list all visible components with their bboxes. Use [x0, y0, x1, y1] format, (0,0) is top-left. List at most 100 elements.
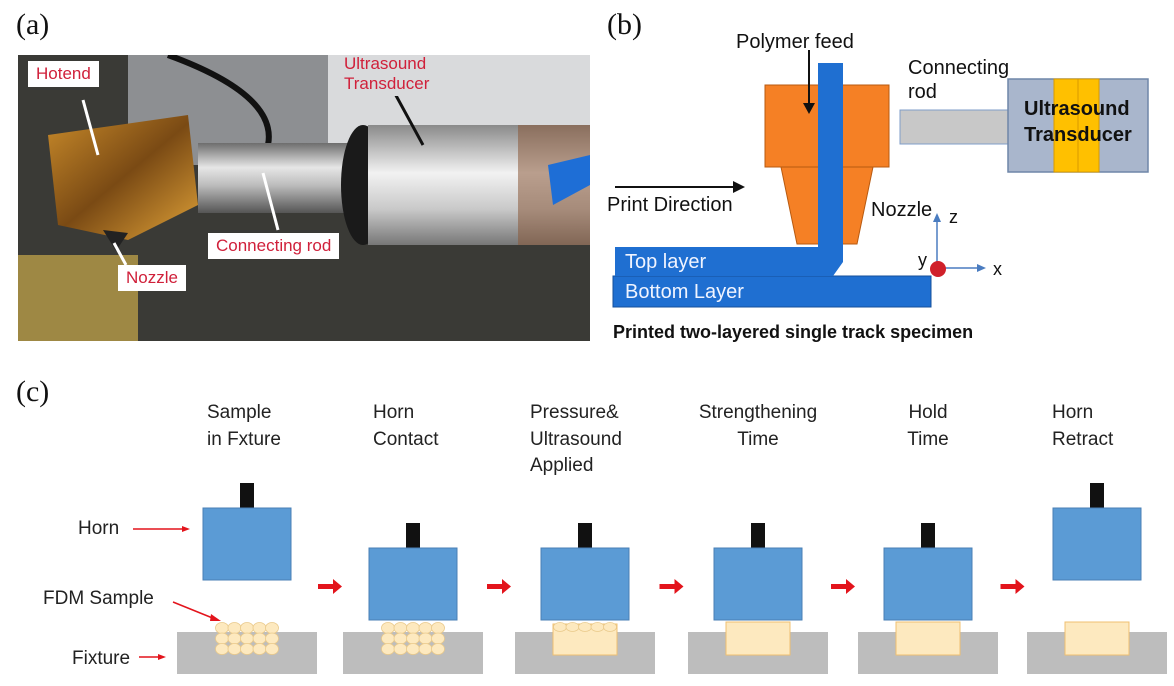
transducer-label-line2: Transducer: [1024, 124, 1132, 146]
sample-bead: [215, 632, 229, 645]
step-arrow-shaft-3: [659, 584, 676, 589]
sample-bead: [215, 622, 229, 634]
print-direction-arrow-head: [733, 181, 745, 193]
top-layer-label: Top layer: [625, 251, 707, 273]
sample-bead: [418, 622, 433, 634]
fixture-5: [858, 632, 998, 674]
step-label-6-line1: Horn: [1052, 402, 1094, 423]
sample-solid-5: [895, 621, 961, 656]
horn-stud-3: [578, 523, 592, 549]
sample-bead: [431, 632, 445, 645]
panel-b-label: (b): [607, 8, 642, 41]
horn-2: [368, 547, 458, 621]
connecting-rod-shape: [899, 109, 1009, 145]
fixture-side-label: Fixture: [72, 648, 131, 669]
sample-pointer-arrow: [172, 601, 216, 620]
sample-bead: [227, 643, 242, 655]
horn-stud-1: [240, 483, 254, 509]
horn-pointer-head: [182, 526, 190, 532]
bottom-layer-label: Bottom Layer: [625, 281, 744, 303]
step-label-1: Sample in Fxture: [207, 400, 367, 453]
step-label-2-line2: Contact: [373, 428, 439, 450]
step-arrow-shaft-4: [831, 584, 847, 589]
horn-stud-5: [921, 523, 935, 549]
step-arrow-head-1: [333, 579, 342, 594]
step-arrow-shaft-1: [318, 584, 334, 589]
bottom-layer: [612, 275, 932, 308]
connecting-rod-label-line1: Connecting: [908, 57, 1010, 79]
hotend-photo: Hotend Nozzle Connecting rod Ultrasound …: [18, 55, 590, 341]
sample-bead: [431, 622, 445, 634]
nozzle-arrow: [112, 242, 128, 266]
x-axis-head: [977, 264, 986, 272]
photo-illustration: [18, 55, 590, 341]
step-arrow-head-5: [1015, 579, 1025, 594]
transducer-label-line1: Ultrasound: [1024, 98, 1130, 120]
sample-bead: [393, 632, 408, 645]
y-axis-origin: [930, 261, 946, 277]
cable: [166, 55, 272, 146]
callout-transducer-line1: Ultrasound: [344, 55, 427, 73]
sample-bead: [393, 622, 408, 634]
step-arrow-head-3: [674, 579, 684, 594]
y-axis-label: y: [918, 250, 927, 270]
rod-arrow: [261, 172, 280, 231]
sample-partially-fused-3: [552, 623, 618, 656]
step-label-1-line1: Sample: [207, 402, 272, 423]
fixture-1: [177, 632, 317, 674]
sample-bead: [252, 632, 267, 645]
connecting-rod-label: Connecting rod: [908, 56, 1009, 104]
horn-stud-4: [751, 523, 765, 549]
fixture-6: [1027, 632, 1167, 674]
horn-stud-6: [1090, 483, 1104, 509]
print-direction-label: Print Direction: [607, 194, 733, 216]
sample-bead: [603, 622, 617, 632]
specimen-caption: Printed two-layered single track specime…: [613, 322, 974, 342]
step-label-3-line1: Pressure&: [530, 402, 619, 423]
z-axis-head: [933, 213, 941, 222]
horn-1: [202, 507, 292, 581]
step-arrow-shaft-5: [1000, 584, 1017, 589]
transducer-label: Ultrasound Transducer: [1024, 96, 1132, 148]
horn-stud-2: [406, 523, 420, 549]
callout-hotend: Hotend: [28, 61, 99, 87]
sample-bead: [578, 622, 592, 632]
hotend-arrow: [81, 99, 100, 156]
sample-bead: [252, 643, 267, 655]
step-arrow-head-2: [502, 579, 511, 594]
x-axis-label: x: [993, 259, 1002, 279]
sample-pointer-head: [210, 614, 221, 621]
panel-a-label: (a): [16, 8, 50, 41]
sample-bead: [240, 622, 254, 634]
sample-bead: [227, 622, 242, 634]
fixture-3: [515, 632, 655, 674]
sample-bead: [252, 622, 267, 634]
sample-bead: [418, 643, 433, 655]
callout-transducer-line2: Transducer: [344, 73, 430, 93]
transducer-arrow: [391, 89, 425, 146]
step-label-4-line1: Strengthening: [698, 402, 818, 423]
step-label-5-line2: Time: [907, 428, 949, 450]
step-label-1-line2: in Fxture: [207, 428, 281, 450]
sample-solid-4: [725, 621, 791, 656]
z-axis-label: z: [949, 207, 958, 227]
fixture-pointer-head: [158, 654, 166, 660]
feed-arrow-head: [803, 103, 815, 114]
sample-bead: [406, 632, 420, 645]
sample-bead: [406, 622, 420, 634]
connecting-rod-label-line2: rod: [908, 81, 937, 103]
hotend-shape: [48, 115, 198, 240]
sample-bead: [215, 643, 229, 655]
step-label-4-line2: Time: [737, 428, 779, 450]
blue-cable: [548, 155, 590, 205]
horn-5: [883, 547, 973, 621]
schematic-panel-b: (b) Polymer feed Connecting rod Ultrasou…: [595, 0, 1174, 350]
polymer-feed-label: Polymer feed: [736, 31, 854, 53]
sample-bead: [565, 622, 580, 632]
sample-bead: [381, 643, 395, 655]
